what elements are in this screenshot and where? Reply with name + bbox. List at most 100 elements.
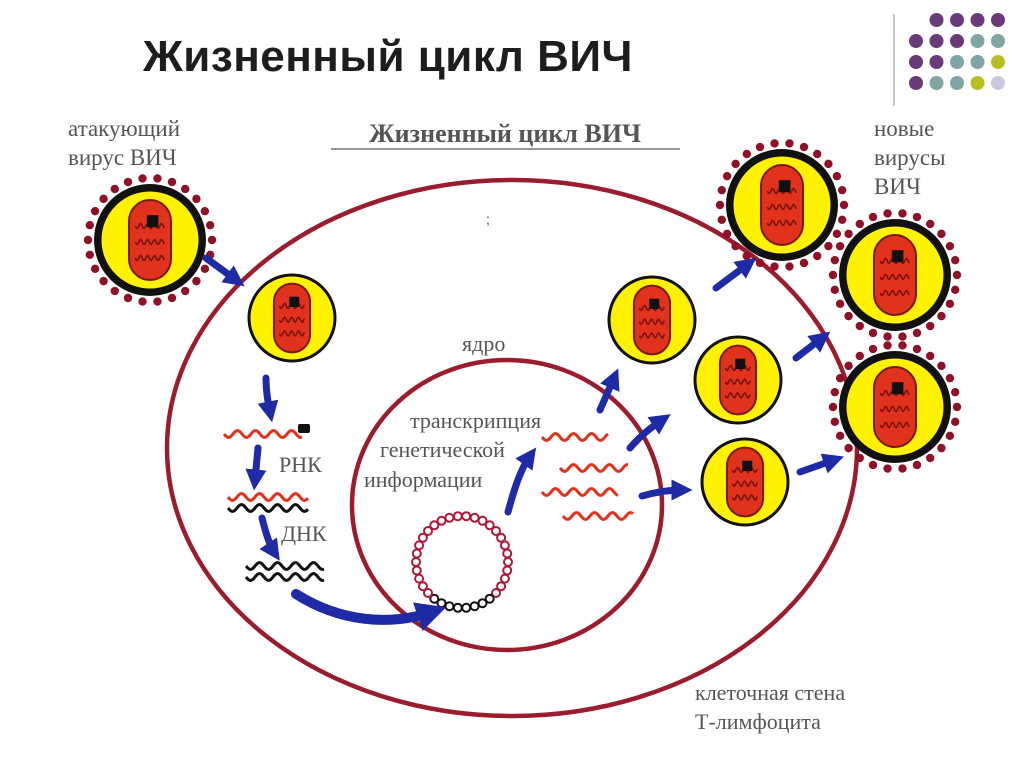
core-enzyme (891, 382, 904, 395)
core-enzyme (146, 215, 159, 228)
envelope-spike (883, 209, 892, 218)
chromosome-bead (452, 602, 463, 613)
core-rna (766, 203, 798, 211)
envelope-spike (945, 373, 955, 383)
core-enzyme (289, 296, 300, 307)
viral-core (128, 199, 172, 281)
envelope-spike (926, 321, 935, 331)
new-virus-3 (828, 341, 962, 473)
core-rna (278, 329, 306, 337)
chromosome-bead (411, 557, 421, 567)
decorative-dot (970, 76, 985, 90)
label-dna: ДНК (281, 521, 327, 546)
chromosome-bead (414, 573, 425, 584)
decorative-dot (950, 55, 964, 69)
envelope-spike (824, 159, 833, 169)
envelope-spike (868, 344, 878, 354)
core-enzyme (742, 460, 753, 471)
core-rna (731, 480, 759, 488)
chromosome-bead (477, 598, 488, 609)
core-rna (638, 331, 666, 339)
label-cell-wall-line2: Т-лимфоцита (695, 709, 821, 734)
chromosome-bead (499, 540, 510, 551)
core-rna (278, 316, 306, 324)
chromosome-bead (417, 532, 428, 543)
envelope-spike (110, 286, 119, 296)
label-cell-wall: клеточная стена Т-лимфоцита (695, 680, 851, 734)
entering-capsid (247, 273, 337, 363)
envelope-spike (844, 361, 853, 371)
label-new-viruses-line1: новые (874, 116, 934, 141)
envelope-spike (785, 139, 794, 148)
chromosome-bead (469, 512, 480, 523)
envelope-spike (799, 258, 809, 268)
envelope-spike (898, 209, 907, 218)
envelope-spike (926, 453, 935, 463)
core-enzyme (891, 250, 904, 263)
envelope-spike (844, 311, 853, 321)
envelope-spike (835, 241, 845, 251)
envelope-spike (868, 328, 878, 338)
dna-strand-2 (244, 572, 325, 582)
decorative-dot (950, 76, 964, 90)
arrow-uncoating (257, 374, 279, 423)
lifecycle-arrows (202, 254, 844, 631)
envelope-spike (99, 194, 108, 204)
envelope-spike (153, 297, 162, 306)
core-rna (724, 391, 752, 399)
label-cell-wall-line1: клеточная стена (695, 680, 845, 705)
arrow-integration (291, 589, 447, 631)
envelope-spike (855, 453, 864, 463)
envelope-spike (950, 387, 960, 397)
label-transcription: транскрипция генетической информации (364, 408, 547, 492)
core-rna (724, 378, 752, 386)
envelope-spike (945, 241, 955, 251)
envelope-spike (717, 215, 727, 225)
envelope-spike (715, 200, 725, 210)
arrow-budding-1 (712, 257, 757, 292)
envelope-spike (717, 185, 727, 195)
envelope-spike (742, 251, 751, 261)
new-virus-2 (828, 209, 962, 341)
envelope-spike (731, 241, 740, 251)
chromosome-bead (414, 540, 425, 551)
label-attacking-virus-line2: вирус ВИЧ (68, 145, 177, 170)
envelope-spike (937, 229, 946, 239)
core-rna (879, 421, 911, 429)
chromosome-bead (491, 526, 501, 536)
envelope-spike (937, 361, 946, 371)
chromosome-bead (429, 520, 440, 531)
envelope-spike (835, 373, 845, 383)
core-enzyme (778, 180, 791, 193)
envelope-spike (855, 321, 864, 331)
decorative-dot (991, 55, 1005, 69)
envelope-spike (742, 149, 751, 159)
envelope-spike (945, 299, 955, 309)
label-new-viruses-line2: вирусы (874, 145, 946, 170)
arrow-transcription (504, 447, 537, 516)
envelope-spike (839, 200, 849, 210)
arrow-export-2 (626, 414, 671, 452)
envelope-spike (181, 184, 190, 194)
label-transcription-line1: транскрипция (410, 408, 541, 433)
viral-rna-strand (222, 429, 303, 439)
envelope-spike (90, 264, 100, 274)
nucleus (349, 357, 665, 653)
assembled-capsid-3 (700, 437, 790, 527)
chromosome-bead (469, 601, 480, 612)
rna-template-strand (226, 492, 310, 502)
core-rna (134, 254, 166, 262)
dna-strand-1 (244, 561, 325, 571)
envelope-spike (828, 270, 838, 280)
assembled-capsid-1 (607, 275, 697, 365)
chromosome-bead (452, 511, 463, 522)
envelope-spike (200, 206, 210, 216)
decorative-dot (909, 76, 923, 90)
label-new-viruses: новые вирусы ВИЧ (874, 116, 951, 199)
envelope-spike (868, 212, 878, 222)
decorative-dot (950, 34, 964, 48)
decorative-dot (950, 13, 964, 27)
envelope-spike (855, 219, 864, 229)
envelope-spike (785, 262, 794, 271)
